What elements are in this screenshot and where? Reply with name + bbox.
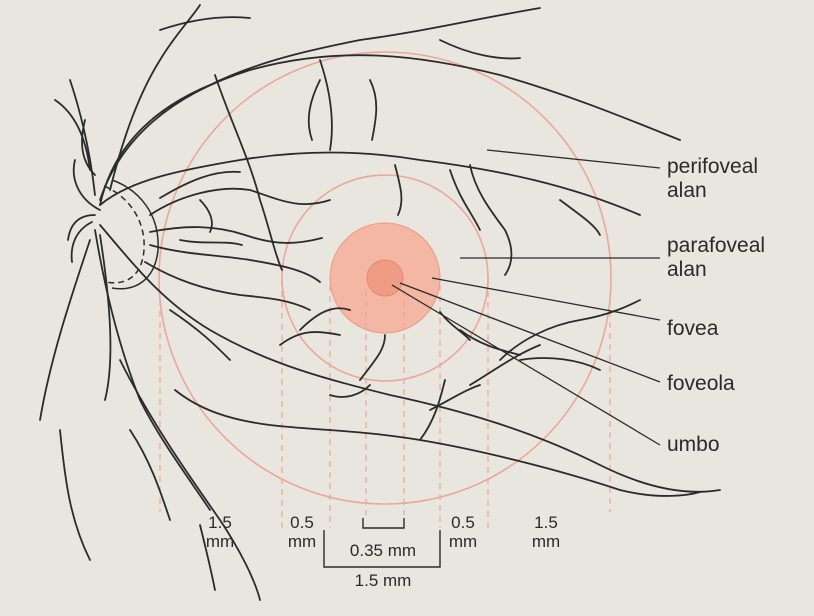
measurement-left-outer-unit: mm bbox=[200, 532, 240, 551]
measurement-left-inner-unit: mm bbox=[282, 532, 322, 551]
parafoveal-label-line1: parafoveal bbox=[667, 234, 765, 258]
fovea-label: fovea bbox=[667, 317, 718, 341]
foveola-label: foveola bbox=[667, 372, 735, 396]
measurement-right-outer-unit: mm bbox=[526, 532, 566, 551]
parafoveal-label: parafoveal alan bbox=[667, 234, 765, 282]
measurement-center: 0.35 mm bbox=[333, 541, 433, 560]
measurement-right-outer: 1.5 mm bbox=[526, 513, 566, 551]
measurement-bottom: 1.5 mm bbox=[333, 571, 433, 590]
measurement-left-inner: 0.5 mm bbox=[282, 513, 322, 551]
measurement-left-outer-value: 1.5 bbox=[200, 513, 240, 532]
perifoveal-label-line1: perifoveal bbox=[667, 155, 758, 179]
measurement-right-inner: 0.5 mm bbox=[443, 513, 483, 551]
measurement-left-inner-value: 0.5 bbox=[282, 513, 322, 532]
parafoveal-label-line2: alan bbox=[667, 258, 765, 282]
umbo-label: umbo bbox=[667, 433, 720, 457]
measurement-right-inner-value: 0.5 bbox=[443, 513, 483, 532]
perifoveal-label: perifoveal alan bbox=[667, 155, 758, 203]
foveola-disc bbox=[367, 260, 403, 296]
perifoveal-label-line2: alan bbox=[667, 179, 758, 203]
measurement-right-inner-unit: mm bbox=[443, 532, 483, 551]
measurement-right-outer-value: 1.5 bbox=[526, 513, 566, 532]
measurement-left-outer: 1.5 mm bbox=[200, 513, 240, 551]
